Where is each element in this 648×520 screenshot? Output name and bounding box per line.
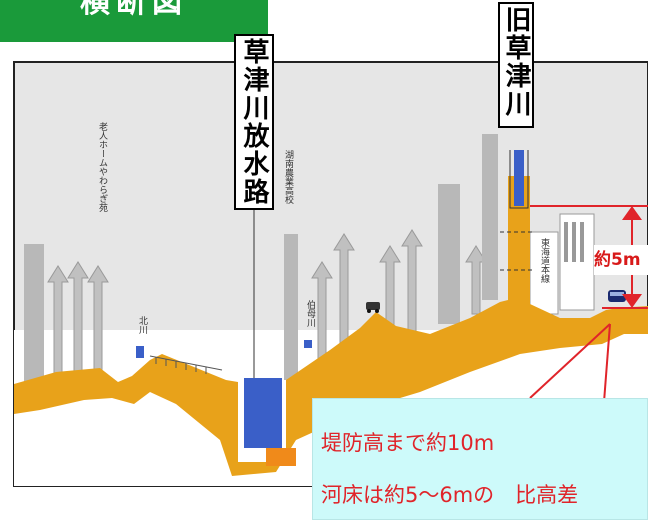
arrow-icon [401, 229, 423, 333]
label-tokaido: 東海道本線 [539, 238, 549, 283]
tower-windows [564, 222, 584, 262]
label-kugawa: 伯母川 [305, 300, 315, 327]
diversion-pool [266, 448, 296, 466]
arrow-icon [465, 245, 487, 315]
old-river-channel [509, 150, 529, 209]
tall-building [438, 184, 460, 324]
school-building [284, 234, 298, 380]
ground-profile [14, 176, 648, 476]
old-river-water [514, 150, 524, 206]
callout-line-2: 河床は約5〜6mの 比高差 [321, 483, 579, 507]
kitagawa-water [136, 346, 144, 358]
title-banner: 横断図 [0, 0, 268, 42]
callout-line-1: 堤防高まで約10m [321, 431, 495, 455]
arrow-icon [47, 265, 69, 379]
callout-box: 堤防高まで約10m 河床は約5〜6mの 比高差 [312, 398, 648, 520]
diversion-water [244, 378, 282, 448]
nursing-home-building [24, 244, 44, 390]
tokaido-building [529, 231, 559, 315]
arrow-icon [67, 261, 89, 381]
arrow-icon [311, 261, 333, 367]
label-kitagawa: 北川 [137, 316, 147, 334]
fence [149, 355, 223, 374]
train-icon [608, 290, 626, 302]
tall-building [482, 134, 498, 300]
label-text: 旧草津川 [501, 6, 531, 118]
car-icon [366, 302, 380, 313]
label-old-kusatsu: 旧草津川 [498, 2, 534, 128]
label-nursing-home: 老人ホームやわらぎ苑 [97, 122, 107, 212]
label-kusatsu-diversion: 草津川放水路 [234, 34, 274, 210]
page-title: 横断図 [80, 0, 188, 20]
kugawa-water [304, 340, 312, 348]
callout-pointers [529, 323, 611, 403]
height-diff-label: 約5m [594, 245, 648, 275]
arrow-icon [87, 265, 109, 379]
label-konan-school: 湖南農業高校 [283, 150, 293, 204]
building-arrow-icons [47, 229, 487, 381]
label-text: 草津川放水路 [239, 38, 269, 206]
